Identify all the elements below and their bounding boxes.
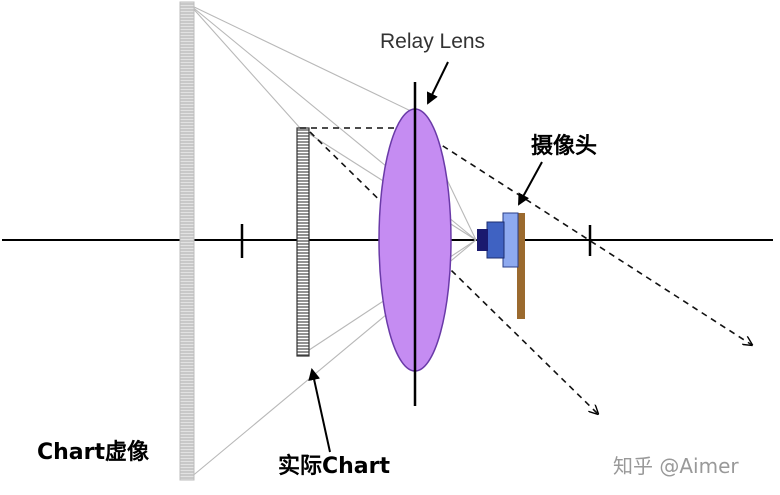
relay-lens-label: Relay Lens [380,30,486,53]
camera [477,212,525,319]
virtual-chart-image [179,1,195,481]
watermark: 知乎 @Aimer [613,454,739,478]
camera-label: 摄像头 [531,134,598,159]
camera-lens-barrel [486,221,505,259]
label-pointers [308,61,543,453]
real-chart-label: 实际Chart [278,454,391,479]
camera-lens-front [477,229,488,251]
camera-mount [517,213,525,319]
camera-body [502,212,519,268]
dashed-rays [300,127,752,414]
real-chart [296,127,310,357]
chart-virtual-image-label: Chart虚像 [37,440,150,465]
